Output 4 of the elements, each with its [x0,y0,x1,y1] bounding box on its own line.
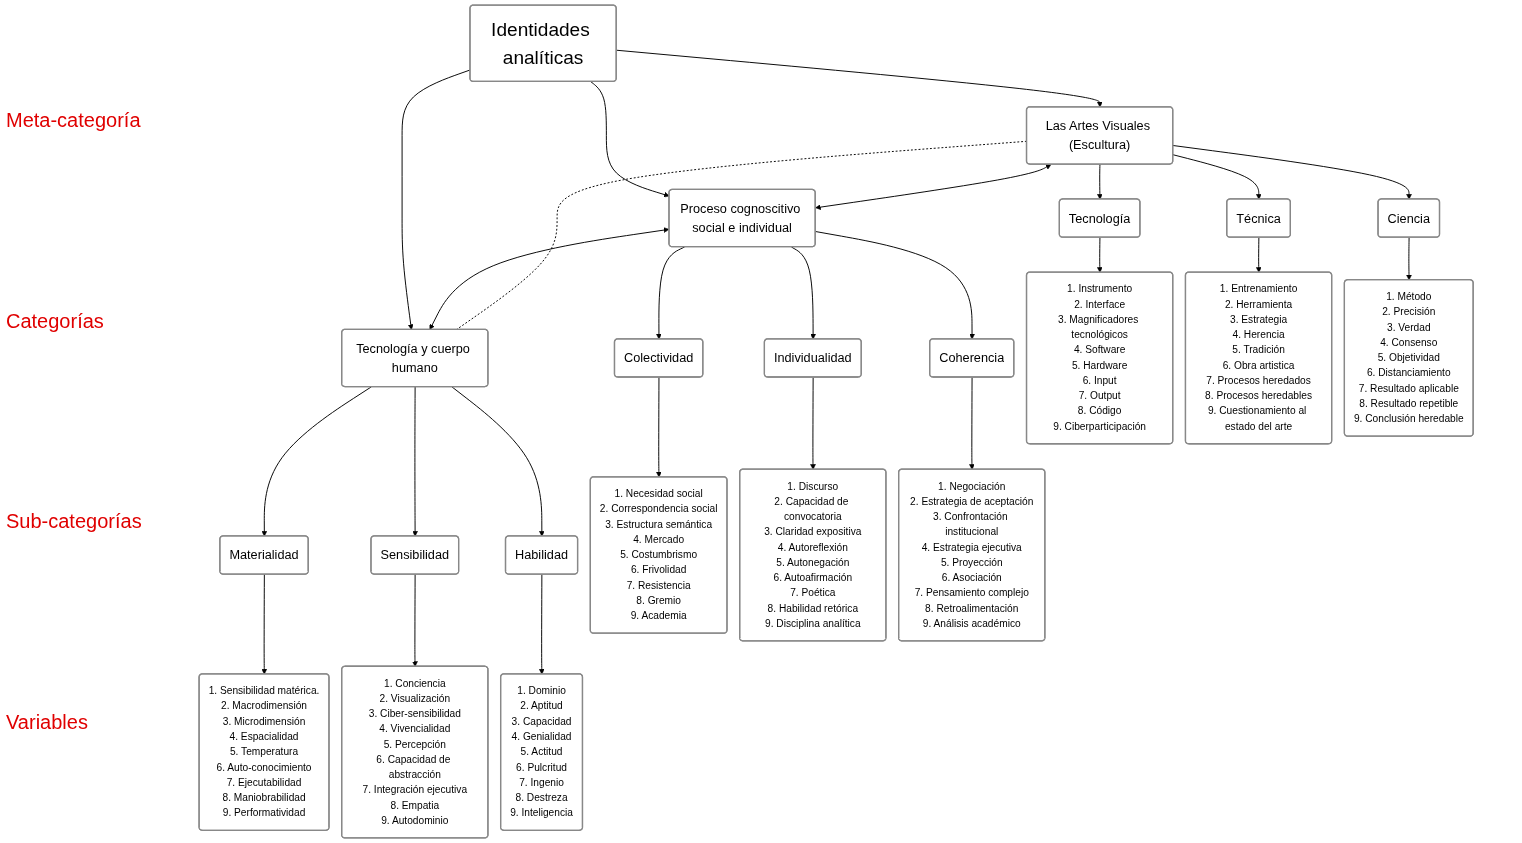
level-label: Sub-categorías [6,510,143,534]
level-label: Variables [6,711,89,735]
level-label: Categorías [6,309,105,333]
level-label: Meta-categoría [6,108,142,132]
